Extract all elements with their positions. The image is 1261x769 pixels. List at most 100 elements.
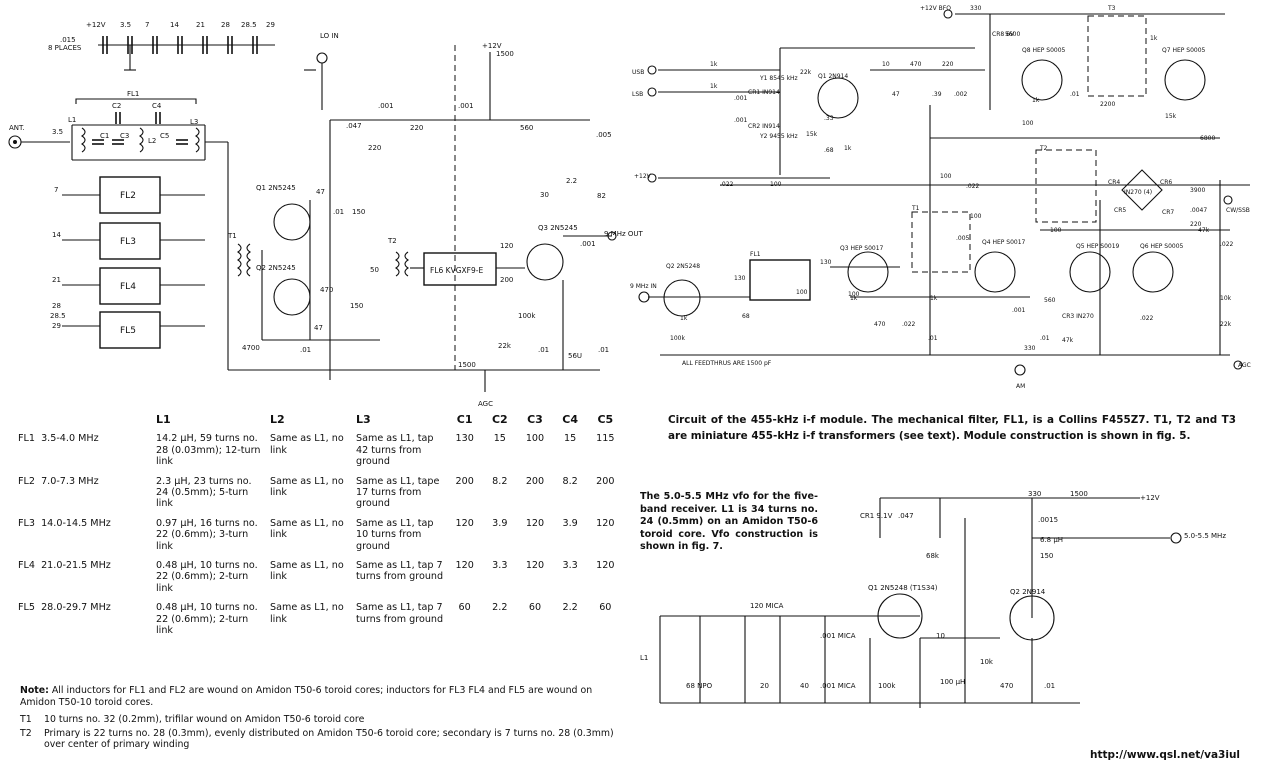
- component-label: 3900: [1190, 187, 1205, 194]
- component-label: 1k: [844, 145, 852, 152]
- note-paragraph: Note: All inductors for FL1 and FL2 are …: [20, 685, 620, 708]
- band-tap: 21: [52, 276, 61, 284]
- component-label: .01: [928, 335, 938, 342]
- freq-range: 28.0-29.7 MHz: [41, 602, 111, 614]
- component-label: CR7: [1162, 209, 1174, 216]
- component-label: T1: [911, 205, 920, 212]
- supply-label: +12V: [482, 42, 502, 50]
- component-label: 120 MICA: [750, 602, 784, 610]
- t3-transformer: [1087, 15, 1147, 97]
- component-label: 5600: [1005, 31, 1020, 38]
- top-value: +12V: [86, 21, 106, 29]
- component-label: ALL FEEDTHRUS ARE 1500 pF: [682, 360, 772, 367]
- c1-cell: 60: [458, 602, 471, 614]
- vfo-q2-transistor: [1009, 595, 1055, 641]
- cw-ssb-terminal[interactable]: [1223, 195, 1233, 205]
- component-label: CR2 IN914: [748, 123, 780, 130]
- inductor-table: L1 L2 L3 C1 C2 C3 C4 C5 FL1 3.5-4.0 MHz …: [16, 414, 624, 645]
- component-label: .0015: [1038, 516, 1058, 524]
- q1-label: Q1 2N5245: [256, 184, 296, 192]
- component-label: 1k: [710, 83, 718, 90]
- component-label: FL1: [750, 251, 761, 258]
- lsb-terminal[interactable]: [647, 87, 657, 97]
- component-label: .33: [824, 115, 834, 122]
- vfo-caption: The 5.0-5.5 MHz vfo for the five-band re…: [640, 491, 818, 553]
- component-label: .001 MICA: [820, 682, 856, 690]
- component-value: 47: [316, 188, 325, 196]
- component-label: 10k: [980, 658, 994, 666]
- l1-cell: 2.3 µH, 23 turns no. 24 (0.5mm); 5-turn …: [156, 475, 252, 510]
- component-label: .68: [824, 147, 834, 154]
- table-row: FL3 14.0-14.5 MHz 0.97 µH, 16 turns no. …: [16, 518, 624, 560]
- filter-mixer-schematic: +12V 3.5 7 14 21 28 28.5 29 .015 8 PLACE…: [0, 0, 644, 410]
- component-label: 470: [1000, 682, 1013, 690]
- component-value: 150: [350, 302, 363, 310]
- l2-cell: Same as L1, no link: [270, 475, 344, 499]
- l3-cell: Same as L1, tap 7 turns from ground: [356, 560, 444, 583]
- component-label: 1k: [680, 315, 688, 322]
- component-label: .001: [734, 117, 748, 124]
- component-label: .001: [1012, 307, 1026, 314]
- agc-terminal[interactable]: [1233, 360, 1243, 370]
- filter-id: FL5: [18, 602, 35, 614]
- l3-cell: Same as L1, tap 7 turns from ground: [356, 602, 444, 625]
- component-value: .001: [378, 102, 394, 110]
- component-label: 150: [1040, 552, 1053, 560]
- bfo-terminal[interactable]: [943, 9, 953, 19]
- l2-cell: Same as L1, no link: [270, 560, 344, 583]
- vfo-output-terminal[interactable]: [1170, 532, 1182, 544]
- q6-transistor: [1132, 251, 1174, 293]
- c1-cell: 120: [455, 517, 474, 529]
- supply-terminal[interactable]: [647, 173, 657, 183]
- fl1-label: FL1: [127, 90, 139, 98]
- component-label: LSB: [632, 91, 643, 98]
- l1-cell: 14.2 µH, 59 turns no. 28 (0.03mm); 12-tu…: [156, 433, 261, 468]
- table-row: FL4 21.0-21.5 MHz 0.48 µH, 10 turns no. …: [16, 560, 624, 602]
- c1-cell: 130: [455, 433, 474, 445]
- component-value: .001: [580, 240, 596, 248]
- component-label: CR3 IN270: [1062, 313, 1094, 320]
- c3-cell: 120: [525, 517, 545, 529]
- component-label: 10: [936, 632, 945, 640]
- c2-cell: 3.9: [492, 517, 508, 529]
- t1-tag: T1: [20, 714, 32, 726]
- usb-terminal[interactable]: [647, 65, 657, 75]
- filter-box-label: FL3: [120, 237, 136, 247]
- component-label: 1k: [1032, 97, 1040, 104]
- component-value: .01: [333, 208, 344, 216]
- component-label: .047: [898, 512, 914, 520]
- agc-label: AGC: [478, 400, 493, 408]
- component-label: .01: [1044, 682, 1055, 690]
- if-in-terminal[interactable]: [638, 291, 650, 303]
- component-value: .01: [300, 346, 311, 354]
- l3-cell: Same as L1, tap 42 turns from ground: [356, 433, 434, 468]
- component-label: Q1 2N5248 (T1S34): [868, 584, 938, 592]
- component-label: Y2 9455 kHz: [759, 133, 798, 140]
- component-label: .022: [720, 181, 734, 188]
- column-header: L3: [356, 413, 371, 426]
- am-terminal[interactable]: [1014, 364, 1026, 376]
- winding-notes: Note: All inductors for FL1 and FL2 are …: [20, 685, 620, 753]
- component-label: 100: [848, 291, 860, 298]
- note-label: Note:: [20, 685, 49, 696]
- q4-transistor: [974, 251, 1016, 293]
- c3-cell: 120: [525, 560, 545, 572]
- component-label: 5.0-5.5 MHz: [1184, 532, 1226, 540]
- c1-cell: 120: [455, 560, 474, 572]
- component-label: 22k: [1220, 321, 1232, 328]
- component-label: 6.8 µH: [1040, 536, 1063, 544]
- lo-in-label: LO IN: [320, 32, 339, 40]
- component-label: 100: [970, 213, 982, 220]
- filter-id: FL1: [18, 433, 35, 445]
- component-label: Y1 8545 kHz: [759, 75, 798, 82]
- component-label: .001 MICA: [820, 632, 856, 640]
- note-text: All inductors for FL1 and FL2 are wound …: [20, 685, 593, 708]
- output-label: 9 MHz OUT: [604, 230, 644, 238]
- component-value: 1500: [496, 50, 514, 58]
- component-value: 120: [500, 242, 513, 250]
- component-label: L1: [640, 654, 648, 662]
- component-label: 1k: [710, 61, 718, 68]
- component-label: 100 µH: [940, 678, 965, 686]
- q5-transistor: [1069, 251, 1111, 293]
